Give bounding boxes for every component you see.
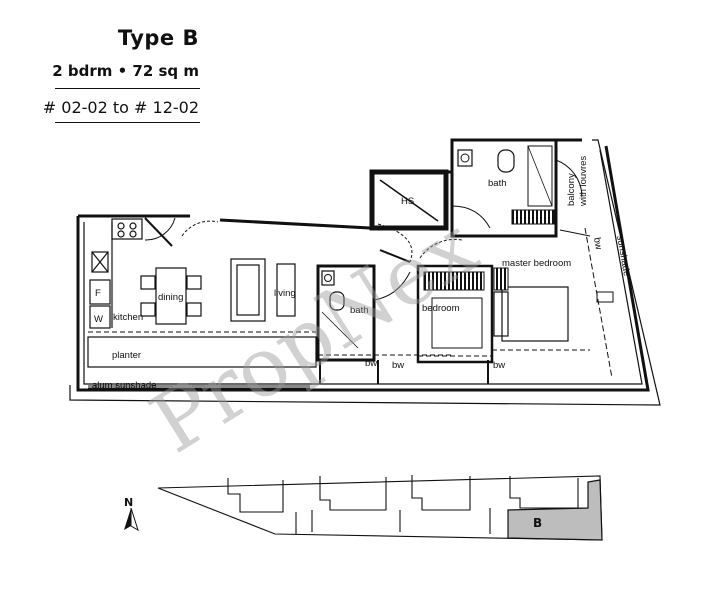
label-bedroom: bedroom	[422, 303, 460, 314]
bath-top	[450, 138, 558, 238]
label-sunshade: sunshade	[614, 235, 632, 277]
dining-set	[140, 267, 202, 325]
header-rule-bottom	[55, 122, 200, 123]
label-bw-3: bw	[493, 360, 505, 371]
unit-b-highlight	[507, 479, 603, 541]
label-alum-sunshade: alum sunshade	[92, 380, 156, 391]
label-kitchen: kitchen	[113, 312, 143, 323]
label-planter: planter	[112, 350, 141, 361]
household-shelter	[369, 169, 449, 231]
label-balcony-louvres: with louvres	[578, 156, 589, 207]
bedroom-walls	[416, 264, 494, 364]
label-balcony: balcony	[566, 173, 577, 206]
windows	[88, 227, 614, 389]
label-hs: HS	[401, 196, 414, 207]
watermark-text: PropNex	[135, 199, 493, 472]
keyplan-unit-b: B	[533, 516, 542, 530]
slab-outline	[69, 139, 661, 406]
header-rule-top	[55, 88, 200, 89]
north-label: N	[124, 496, 133, 509]
north-arrow-icon	[124, 507, 139, 532]
master-bed	[493, 286, 569, 342]
label-master-bedroom: master bedroom	[502, 258, 571, 269]
bath-mid	[316, 264, 376, 362]
label-living: living	[274, 288, 296, 299]
label-fridge: F	[95, 288, 101, 299]
label-bath-mid: bath	[350, 305, 369, 316]
label-bath-top: bath	[488, 178, 507, 189]
wall-ticks	[319, 360, 489, 384]
label-washer: W	[94, 314, 103, 325]
unit-type-title: Type B	[117, 26, 199, 50]
unit-range: # 02-02 to # 12-02	[42, 98, 199, 117]
label-bw-1: bw	[365, 358, 377, 369]
label-dining: dining	[158, 292, 183, 303]
living-furniture	[230, 258, 296, 322]
label-bw-2: bw	[392, 360, 404, 371]
label-bw-right: bw	[591, 237, 604, 251]
kitchen-fixtures	[89, 218, 143, 329]
planter-box	[87, 336, 317, 368]
unit-spec: 2 bdrm • 72 sq m	[52, 62, 199, 80]
